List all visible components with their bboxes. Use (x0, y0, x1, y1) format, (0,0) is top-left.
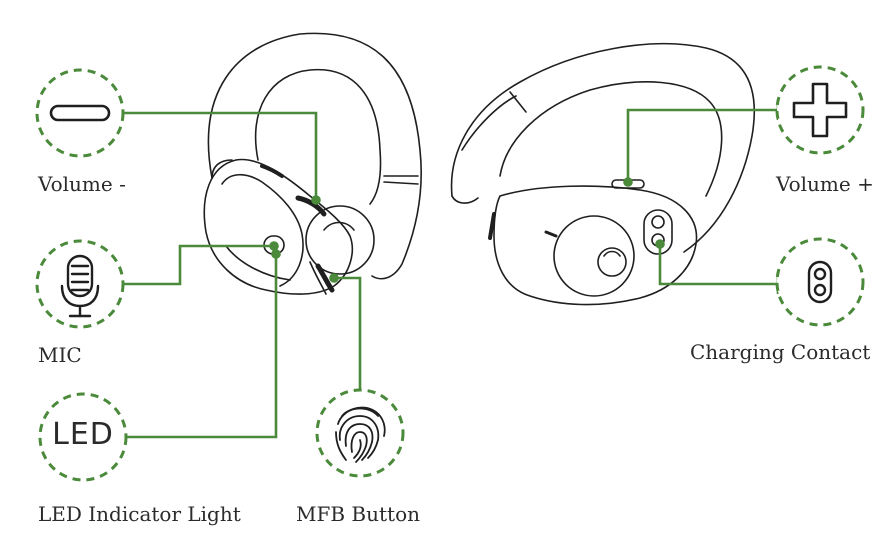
mic-label: MIC (38, 343, 82, 367)
callout-circles (35, 65, 865, 482)
mic-circle (35, 239, 125, 329)
volume-plus-circle (775, 65, 865, 155)
led-circle (38, 392, 128, 482)
volume-plus-label: Volume + (776, 172, 874, 196)
mfb-button-label: MFB Button (296, 502, 420, 526)
microphone-icon (60, 254, 100, 318)
mfb-circle (315, 388, 405, 478)
led-indicator-label: LED Indicator Light (38, 502, 241, 526)
volume-minus-circle (35, 68, 125, 158)
charging-contact-icon (807, 260, 833, 304)
led-text-icon: LED (52, 417, 114, 452)
mfb-line (334, 276, 362, 392)
fingerprint-icon (335, 406, 386, 463)
charging-contact-circle (775, 237, 865, 327)
left-earbud (203, 32, 422, 295)
volume-minus-label: Volume - (38, 172, 126, 196)
connector-lines (124, 108, 778, 439)
mic-line (124, 244, 274, 286)
charging-contact-line (658, 244, 778, 286)
plus-icon (792, 82, 848, 138)
volume-minus-line (124, 111, 318, 200)
minus-icon (49, 104, 111, 122)
charging-contact-label: Charging Contact (690, 340, 871, 364)
volume-plus-line (626, 108, 778, 182)
connector-endpoints (269, 100, 780, 394)
led-line (124, 254, 278, 439)
right-earbud (450, 42, 756, 306)
